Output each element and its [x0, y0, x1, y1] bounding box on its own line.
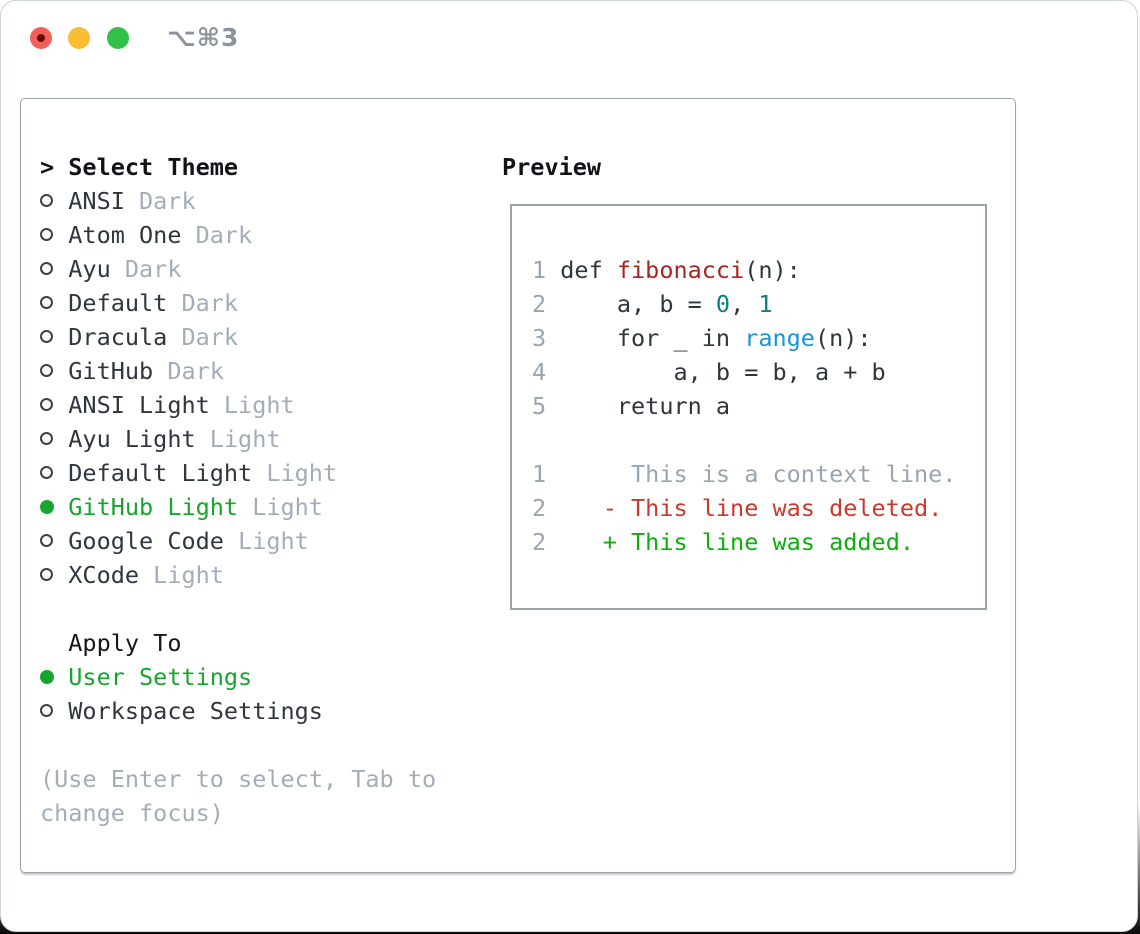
theme-option-ayu-light[interactable]: Ayu Light Light	[40, 422, 436, 456]
theme-variant: Dark	[181, 323, 239, 351]
theme-option-xcode-light[interactable]: XCode Light	[40, 558, 436, 592]
apply-option-name: Workspace Settings	[68, 697, 323, 725]
radio-selected-icon	[40, 490, 68, 524]
theme-variant: Light	[209, 425, 281, 453]
radio-unselected-icon	[40, 184, 68, 218]
code-line: 4 a, b = b, a + b	[532, 355, 985, 389]
theme-option-google-code-light[interactable]: Google Code Light	[40, 524, 436, 558]
apply-option-name: User Settings	[68, 663, 253, 691]
section-title: Select Theme	[68, 153, 239, 181]
line-number: 4	[532, 358, 547, 386]
diff-line-deleted: 2 - This line was deleted.	[532, 491, 985, 525]
radio-unselected-icon	[40, 218, 68, 252]
theme-name: Atom One	[68, 221, 182, 249]
spacer	[40, 592, 436, 626]
code-line: 2 a, b = 0, 1	[532, 287, 985, 321]
window-shortcut-label: ⌥⌘3	[167, 23, 240, 52]
theme-variant: Dark	[195, 221, 253, 249]
apply-option-user-settings[interactable]: User Settings	[40, 660, 436, 694]
code-line: 3 for _ in range(n):	[532, 321, 985, 355]
close-button[interactable]	[30, 27, 52, 49]
line-number: 3	[532, 324, 547, 352]
theme-option-github-dark[interactable]: GitHub Dark	[40, 354, 436, 388]
close-dot-icon	[37, 34, 45, 42]
spacer	[40, 728, 436, 762]
theme-name: Dracula	[68, 323, 168, 351]
theme-option-default-light[interactable]: Default Light Light	[40, 456, 436, 490]
theme-variant: Light	[238, 527, 309, 555]
radio-unselected-icon	[40, 456, 68, 490]
line-number: 1	[532, 256, 547, 284]
radio-selected-icon	[40, 660, 68, 694]
radio-unselected-icon	[40, 252, 68, 286]
keyboard-hint-line2: change focus)	[40, 799, 224, 827]
theme-variant: Dark	[181, 289, 239, 317]
theme-option-ansi-dark[interactable]: ANSI Dark	[40, 184, 436, 218]
theme-variant: Dark	[167, 357, 224, 385]
theme-name: ANSI Light	[68, 391, 210, 419]
radio-unselected-icon	[40, 354, 68, 388]
theme-option-github-light[interactable]: GitHub Light Light	[40, 490, 436, 524]
preview-title: Preview	[502, 153, 602, 181]
theme-variant: Light	[153, 561, 224, 589]
theme-name: ANSI	[68, 187, 125, 215]
theme-option-dracula-dark[interactable]: Dracula Dark	[40, 320, 436, 354]
zoom-button[interactable]	[107, 27, 129, 49]
radio-unselected-icon	[40, 388, 68, 422]
theme-name: Default Light	[68, 459, 253, 487]
titlebar: ⌥⌘3	[1, 1, 1137, 73]
theme-name: GitHub	[68, 357, 154, 385]
apply-to-header: Apply To	[40, 626, 436, 660]
theme-variant: Light	[252, 493, 323, 521]
line-number: 2	[532, 494, 547, 522]
radio-unselected-icon	[40, 524, 68, 558]
code-line: 5 return a	[532, 389, 985, 423]
line-number: 5	[532, 392, 547, 420]
theme-name: XCode	[68, 561, 140, 589]
radio-unselected-icon	[40, 694, 68, 728]
theme-name: Google Code	[68, 527, 224, 555]
select-theme-header: > Select Theme	[40, 150, 436, 184]
theme-option-ayu-dark[interactable]: Ayu Dark	[40, 252, 436, 286]
theme-variant: Dark	[139, 187, 196, 215]
theme-variant: Light	[223, 391, 295, 419]
section-title: Apply To	[68, 629, 182, 657]
blank-line	[532, 423, 985, 457]
theme-name: Ayu Light	[68, 425, 196, 453]
cursor-arrow-icon: >	[40, 153, 55, 181]
theme-variant: Light	[266, 459, 338, 487]
theme-option-atom-one-dark[interactable]: Atom One Dark	[40, 218, 436, 252]
line-number: 2	[532, 528, 547, 556]
radio-unselected-icon	[40, 320, 68, 354]
keyboard-hint-line1: (Use Enter to select, Tab to	[40, 765, 437, 793]
line-number: 2	[532, 290, 547, 318]
theme-name: Ayu	[68, 255, 111, 283]
theme-option-default-dark[interactable]: Default Dark	[40, 286, 436, 320]
theme-name: Default	[68, 289, 168, 317]
radio-unselected-icon	[40, 286, 68, 320]
diff-line-added: 2 + This line was added.	[532, 525, 985, 559]
theme-name-selected: GitHub Light	[68, 493, 239, 521]
diff-line-context: 1 This is a context line.	[532, 457, 985, 491]
theme-variant: Dark	[124, 255, 182, 283]
minimize-button[interactable]	[68, 27, 90, 49]
radio-unselected-icon	[40, 422, 68, 456]
apply-option-workspace-settings[interactable]: Workspace Settings	[40, 694, 436, 728]
line-number: 1	[532, 460, 547, 488]
radio-unselected-icon	[40, 558, 68, 592]
theme-option-ansi-light[interactable]: ANSI Light Light	[40, 388, 436, 422]
